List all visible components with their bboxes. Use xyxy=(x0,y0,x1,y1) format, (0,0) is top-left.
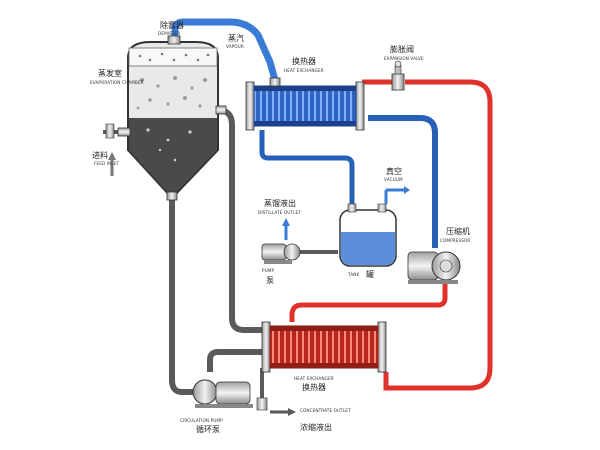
label-feed-inlet: 进料 FEED INLET xyxy=(92,150,120,166)
expansion-valve xyxy=(391,60,405,91)
label-pump: PUMP 泵 xyxy=(262,268,275,285)
svg-text:循环泵: 循环泵 xyxy=(196,424,220,434)
svg-text:EVAPORATION CHAMBER: EVAPORATION CHAMBER xyxy=(90,80,144,85)
svg-text:COMPRESSOR: COMPRESSOR xyxy=(440,238,470,243)
label-demister: 除雾器 DEMISTER xyxy=(158,20,184,36)
svg-text:CONCENTRATE OUTLET: CONCENTRATE OUTLET xyxy=(300,408,351,413)
label-compressor: 压缩机 COMPRESSOR xyxy=(440,226,470,243)
label-circulation-pump: CIRCULATION PUMP 循环泵 xyxy=(180,418,223,434)
tank xyxy=(339,186,410,267)
svg-text:HEAT EXCHANGER: HEAT EXCHANGER xyxy=(294,376,334,381)
svg-text:PUMP: PUMP xyxy=(262,268,275,273)
circulation-pipe xyxy=(169,198,196,395)
label-expansion-valve: 膨胀阀 EXPANSION VALVE xyxy=(384,44,424,61)
svg-text:罐: 罐 xyxy=(366,269,374,279)
svg-text:除雾器: 除雾器 xyxy=(160,20,184,30)
svg-text:进料: 进料 xyxy=(92,150,108,160)
label-vapour: 蒸汽 VAPOUR xyxy=(226,33,244,49)
label-vacuum: 真空 VACUUM xyxy=(384,166,403,182)
svg-text:TANK: TANK xyxy=(347,272,360,277)
svg-text:EXPANSION VALVE: EXPANSION VALVE xyxy=(384,56,424,61)
hot-loop-pipe xyxy=(383,79,493,391)
compressor xyxy=(407,251,461,284)
svg-text:换热器: 换热器 xyxy=(302,382,326,392)
label-concentrate-outlet: CONCENTRATE OUTLET 浓缩液出 xyxy=(300,408,351,432)
svg-text:DISTILLATE OUTLET: DISTILLATE OUTLET xyxy=(258,210,301,215)
concentrate-outlet-valve xyxy=(256,397,296,416)
pump-to-hx-pipe xyxy=(207,349,262,372)
svg-text:压缩机: 压缩机 xyxy=(446,226,470,236)
condensate-pipe xyxy=(259,130,355,210)
heat-exchanger-top xyxy=(245,77,365,131)
svg-text:泵: 泵 xyxy=(266,276,274,285)
heat-exchanger-bottom xyxy=(261,321,387,373)
svg-text:CIRCULATION PUMP: CIRCULATION PUMP xyxy=(180,418,223,423)
svg-text:蒸汽: 蒸汽 xyxy=(228,33,244,43)
label-heat-exchanger-bottom: HEAT EXCHANGER 换热器 xyxy=(294,376,334,392)
vapour-pipe xyxy=(171,18,279,84)
svg-text:VACUUM: VACUUM xyxy=(384,177,403,182)
svg-text:HEAT EXCHANGER: HEAT EXCHANGER xyxy=(284,68,324,73)
svg-text:浓缩液出: 浓缩液出 xyxy=(300,422,332,432)
label-tank: TANK 罐 xyxy=(347,269,374,279)
svg-text:FEED INLET: FEED INLET xyxy=(94,161,120,166)
svg-text:膨胀阀: 膨胀阀 xyxy=(390,44,414,54)
svg-text:蒸馏液出: 蒸馏液出 xyxy=(264,198,296,208)
svg-text:DEMISTER: DEMISTER xyxy=(158,31,180,36)
svg-text:真空: 真空 xyxy=(386,166,402,176)
svg-text:换热器: 换热器 xyxy=(292,56,316,66)
discharge-pipe xyxy=(289,282,448,322)
distillate-pump xyxy=(261,218,301,264)
circulation-pump xyxy=(192,379,253,408)
svg-text:VAPOUR: VAPOUR xyxy=(226,44,244,49)
feed-inlet-valve xyxy=(105,123,116,176)
svg-text:蒸发室: 蒸发室 xyxy=(98,68,122,78)
suction-pipe xyxy=(368,115,438,248)
return-pipe xyxy=(217,107,262,333)
evaporation-vessel xyxy=(117,35,227,201)
label-heat-exchanger-top: 换热器 HEAT EXCHANGER xyxy=(284,56,324,73)
label-distillate-outlet: 蒸馏液出 DISTILLATE OUTLET xyxy=(258,198,301,215)
label-evaporation-chamber: 蒸发室 EVAPORATION CHAMBER xyxy=(90,68,144,85)
